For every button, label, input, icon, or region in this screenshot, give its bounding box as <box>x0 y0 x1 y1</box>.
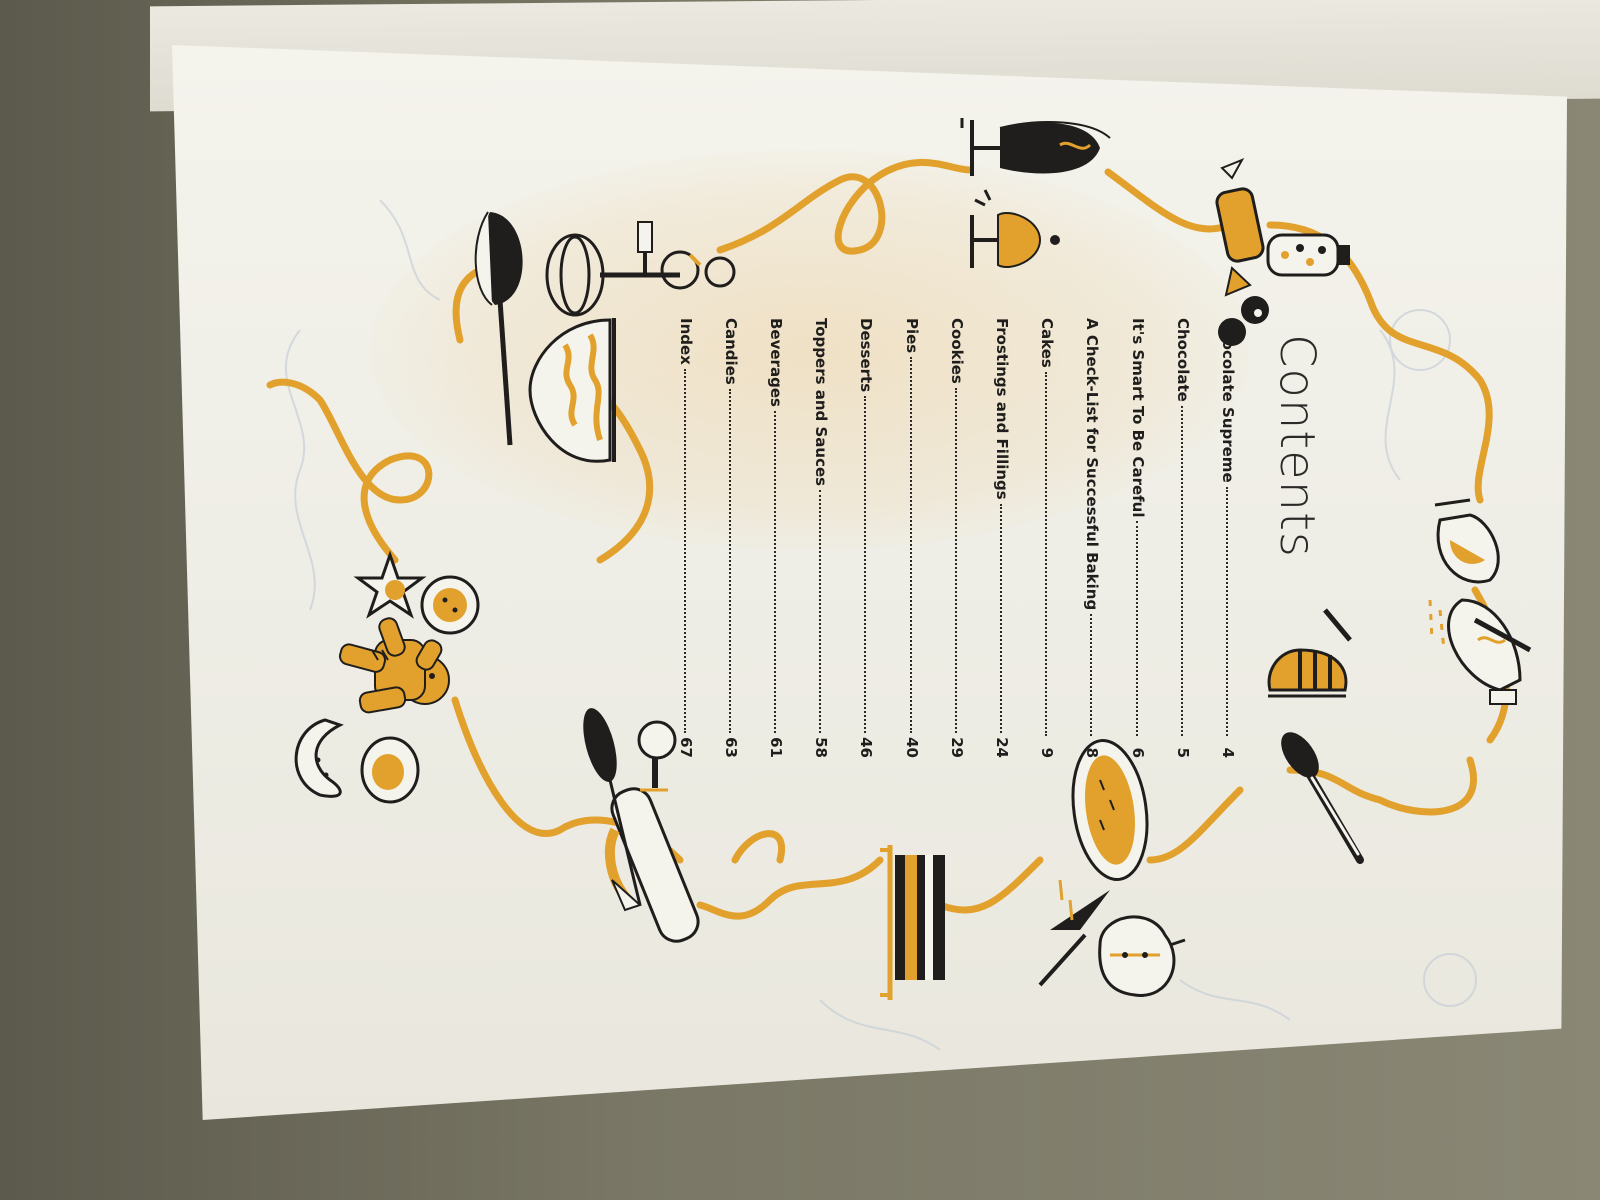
contents-title: Contents <box>1269 334 1325 558</box>
contents-rotated: Contents Chocolate Supreme 4 Chocolate 5… <box>645 310 1325 780</box>
toc-leader <box>819 490 822 734</box>
toc-leader <box>1226 486 1228 736</box>
toc-leader <box>728 388 731 734</box>
toc-leader <box>1000 503 1003 734</box>
wrapped-candy-icon <box>1215 158 1265 297</box>
toc-entry: Chocolate Supreme 4 <box>1192 318 1237 758</box>
ladle-icon <box>474 211 523 446</box>
toc-label: Toppers and Sauces <box>812 318 831 487</box>
toc-page-number: 24 <box>993 737 1012 758</box>
spoon-icon <box>1281 732 1364 864</box>
toc-label: Frostings and Fillings <box>993 318 1012 500</box>
toc-page-number: 61 <box>767 737 786 758</box>
toc-leader <box>864 396 867 734</box>
rolling-pin-icon <box>610 720 700 943</box>
toc-page-number: 58 <box>812 737 831 758</box>
toc-entry: Index 67 <box>650 318 695 758</box>
toc-entry: Cookies 29 <box>921 318 966 758</box>
toc-label: A Check-List for Successful Baking <box>1083 318 1102 611</box>
layer-cake-icon <box>880 845 945 1000</box>
toc-label: Candies <box>721 318 740 385</box>
toc-entry: Cakes 9 <box>1011 318 1056 758</box>
toc-label: Index <box>676 318 695 365</box>
star-cookie-icon <box>353 550 427 619</box>
toc-leader <box>1135 521 1138 736</box>
toc-page-number: 29 <box>947 737 966 758</box>
bonbon-icon <box>1218 296 1269 346</box>
toc-page-number: 67 <box>676 737 695 758</box>
toc-entry: Toppers and Sauces 58 <box>785 318 830 758</box>
toc-entry: Frostings and Fillings 24 <box>966 318 1011 758</box>
toc-leader <box>1090 614 1093 736</box>
toc-label: It's Smart To Be Careful <box>1128 318 1147 518</box>
toc-page-number: 5 <box>1173 747 1192 758</box>
teapot-icon <box>1428 498 1500 651</box>
toc-entry: Beverages 61 <box>740 318 785 758</box>
gingerbread-man-icon <box>338 617 450 714</box>
round-cookie-icon <box>420 575 480 635</box>
mixing-bowl-icon <box>1267 608 1352 698</box>
toc-page-number: 6 <box>1128 747 1147 758</box>
toc-leader <box>909 357 912 734</box>
round-cookie-icon <box>360 736 420 804</box>
sundae-cup-icon <box>970 189 1060 268</box>
toc-page-number: 40 <box>902 737 921 758</box>
toc-label: Pies <box>902 318 921 354</box>
pie-slice-icon <box>1038 879 1110 987</box>
toc-page-number: 9 <box>1038 747 1057 758</box>
batter-bowl-icon <box>528 318 616 463</box>
apple-icon <box>1098 915 1186 997</box>
pie-plate-icon <box>1071 739 1149 881</box>
toc-page-number: 8 <box>1083 747 1102 758</box>
toc-leader <box>1045 371 1048 736</box>
toc-leader <box>683 368 686 734</box>
background-doodles <box>285 199 1477 1051</box>
candy-jar-icon <box>1266 233 1350 277</box>
toc-leader <box>954 387 957 734</box>
toc-entry: It's Smart To Be Careful 6 <box>1101 318 1147 758</box>
toc-label: Cakes <box>1038 318 1057 368</box>
toc-entry: A Check-List for Successful Baking 8 <box>1056 318 1101 758</box>
toc-entry: Chocolate 5 <box>1147 318 1192 758</box>
sauce-boat-icon <box>1447 598 1532 705</box>
toc-leader <box>1180 405 1183 736</box>
toc-entry: Candies 63 <box>695 318 740 758</box>
toc-entry: Pies 40 <box>876 318 921 758</box>
toc-label: Desserts <box>857 318 876 393</box>
toc-list: Chocolate Supreme 4 Chocolate 5 It's Sma… <box>650 318 1237 758</box>
toc-entry: Desserts 46 <box>830 318 876 758</box>
egg-beater-icon <box>545 221 736 317</box>
toc-page-number: 46 <box>857 737 876 758</box>
toc-label: Chocolate <box>1173 318 1192 402</box>
contents-block: Contents Chocolate Supreme 4 Chocolate 5… <box>645 310 1325 780</box>
toc-label: Cookies <box>947 318 966 384</box>
toc-page-number: 63 <box>721 737 740 758</box>
parfait-glass-icon <box>960 118 1111 176</box>
toc-label: Beverages <box>767 318 786 407</box>
toc-label: Chocolate Supreme <box>1219 318 1237 483</box>
toc-page-number: 4 <box>1219 747 1237 758</box>
toc-leader <box>774 410 777 734</box>
crescent-cookie-icon <box>294 718 344 798</box>
spatula-icon <box>583 708 642 912</box>
